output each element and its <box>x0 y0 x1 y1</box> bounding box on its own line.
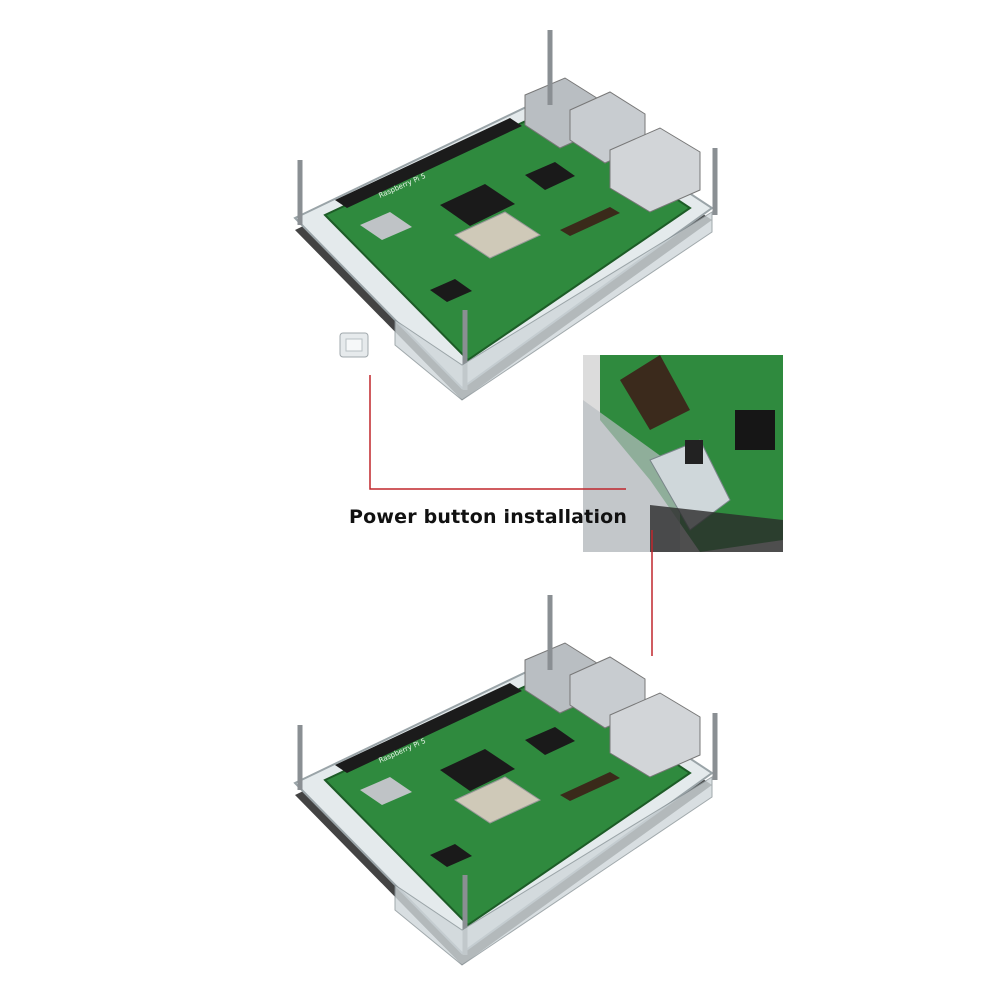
leader-line-1 <box>369 375 626 490</box>
loose-power-button <box>339 332 369 358</box>
caption: Power button installation <box>349 506 628 528</box>
raspberry-pi-case-top: Raspberry Pi 5 <box>295 30 715 400</box>
raspberry-pi-case-bottom: Raspberry Pi 5 <box>295 595 715 965</box>
power-button-closeup <box>583 355 783 552</box>
